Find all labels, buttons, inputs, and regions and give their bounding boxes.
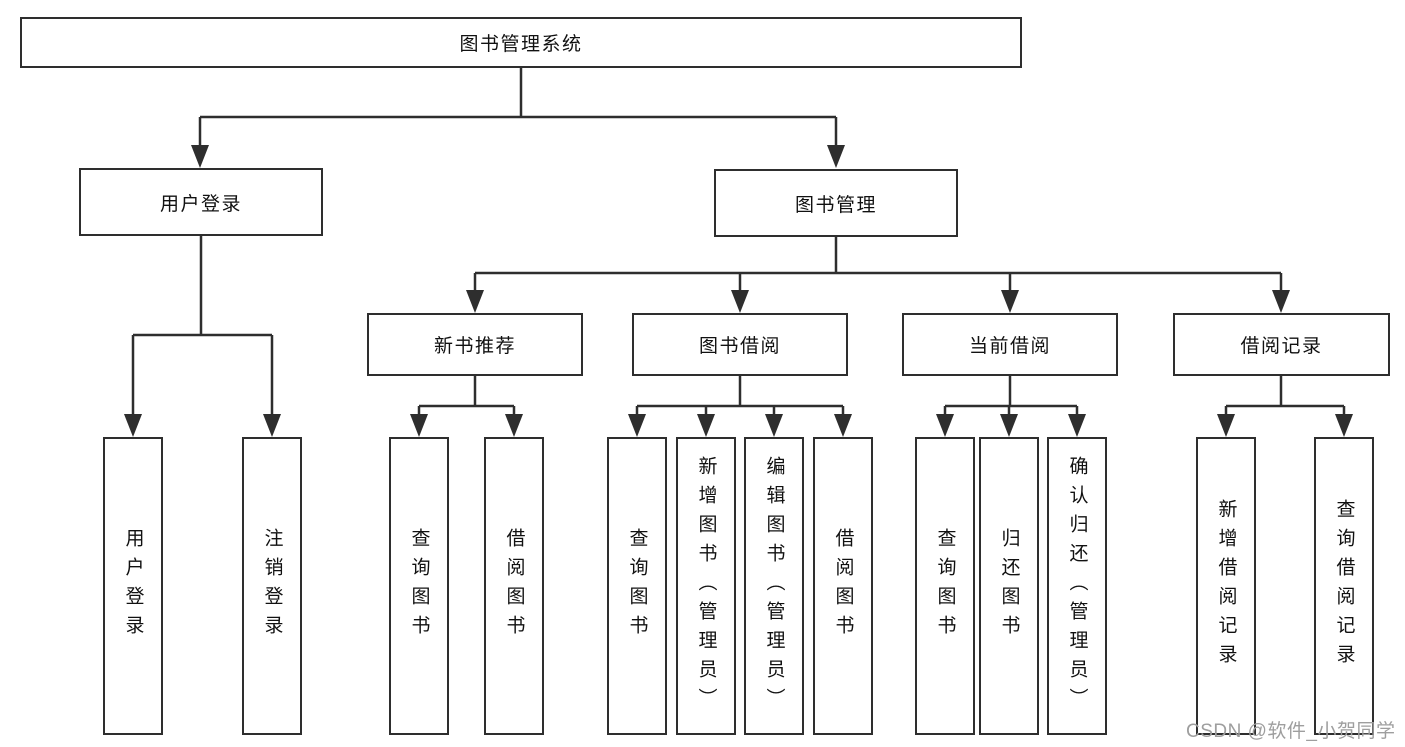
node-label: 用户登录 [159,193,242,215]
leaf-query-borrow-record: 查询借阅记录 [1314,437,1374,735]
leaf-return-book: 归还图书 [979,437,1039,735]
leaf-query-books-recommend: 查询图书 [389,437,449,735]
leaf-add-borrow-record: 新增借阅记录 [1196,437,1256,735]
leaf-query-books-borrow: 查询图书 [607,437,667,735]
node-user-login: 用户登录 [79,168,323,236]
node-label: 图书管理 [794,194,877,216]
leaf-query-books-current: 查询图书 [915,437,975,735]
node-label: 新增图书（管理员） [695,455,717,717]
node-library-management-system: 图书管理系统 [20,17,1022,68]
node-label: 图书借阅 [698,336,781,357]
node-label: 查询借阅记录 [1333,499,1355,673]
node-new-book-recommend: 新书推荐 [367,313,583,376]
leaf-edit-book-admin: 编辑图书（管理员） [744,437,804,735]
node-book-borrow: 图书借阅 [632,313,848,376]
node-label: 当前借阅 [968,336,1051,357]
node-label: 查询图书 [934,528,956,644]
leaf-borrow-books: 借阅图书 [813,437,873,735]
node-label: 借阅图书 [503,528,525,644]
node-label: 查询图书 [408,528,430,644]
node-label: 用户登录 [122,528,144,644]
node-label: 归还图书 [998,528,1020,644]
leaf-confirm-return-admin: 确认归还（管理员） [1047,437,1107,735]
leaf-user-login: 用户登录 [103,437,163,735]
node-label: 借阅记录 [1240,336,1323,357]
node-label: 新增借阅记录 [1215,499,1237,673]
node-borrow-records: 借阅记录 [1173,313,1390,376]
node-label: 借阅图书 [832,528,854,644]
node-label: 查询图书 [626,528,648,644]
leaf-logout: 注销登录 [242,437,302,735]
node-book-management: 图书管理 [714,169,958,237]
leaf-add-book-admin: 新增图书（管理员） [676,437,736,735]
node-label: 注销登录 [261,528,283,644]
node-label: 图书管理系统 [459,34,583,55]
node-current-borrow: 当前借阅 [902,313,1118,376]
arrowhead-icons [124,145,1353,437]
node-label: 确认归还（管理员） [1066,455,1088,717]
node-label: 新书推荐 [433,336,516,357]
watermark: CSDN @软件_小贺同学 [1186,721,1396,742]
node-label: 编辑图书（管理员） [763,455,785,717]
leaf-borrow-books-recommend: 借阅图书 [484,437,544,735]
